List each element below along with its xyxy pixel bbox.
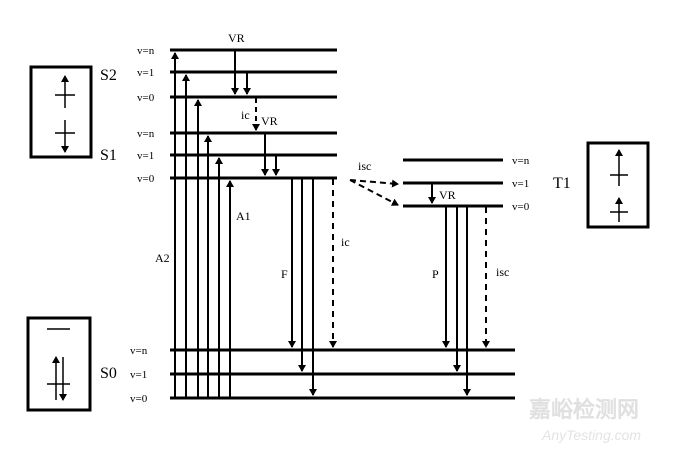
watermark: 嘉峪检测网 AnyTesting.com bbox=[529, 397, 641, 443]
s2-level-labels: v=n v=1 v=0 bbox=[137, 45, 155, 104]
t1-level-labels: v=n v=1 v=0 bbox=[512, 155, 530, 213]
t1-label-vn: v=n bbox=[512, 155, 530, 167]
s0-spin-box bbox=[26, 316, 92, 412]
s1s2-spin-box bbox=[29, 65, 93, 159]
s0-label-vn: v=n bbox=[130, 345, 148, 357]
isc-arrow-to-v1 bbox=[349, 179, 399, 188]
s1-label-vn: v=n bbox=[137, 128, 155, 140]
absorption-a2-label: A2 bbox=[155, 251, 170, 265]
absorption-arrows bbox=[171, 52, 234, 398]
s0-level-labels: v=n v=1 v=0 bbox=[130, 345, 148, 405]
s1-label-v1: v=1 bbox=[137, 150, 154, 162]
vr-s2-label: VR bbox=[228, 31, 245, 45]
isc-arrow-to-v0 bbox=[349, 179, 399, 206]
vr-arrows bbox=[231, 51, 436, 204]
t1-label-v0: v=0 bbox=[512, 201, 530, 213]
t1-state-label: T1 bbox=[553, 175, 571, 192]
s2-label-vn: v=n bbox=[137, 45, 155, 57]
isc-s1-t1-label: isc bbox=[358, 159, 371, 173]
ic-s2-s1-label: ic bbox=[241, 108, 250, 122]
s0-label-v1: v=1 bbox=[130, 369, 147, 381]
s1-level-labels: v=n v=1 v=0 bbox=[137, 128, 155, 185]
s0-label-v0: v=0 bbox=[130, 393, 148, 405]
phosphorescence-label: P bbox=[432, 267, 439, 281]
t1-label-v1: v=1 bbox=[512, 178, 529, 190]
vr-t1-label: VR bbox=[439, 188, 456, 202]
vr-s1-label: VR bbox=[261, 114, 278, 128]
isc-s1-t1-arrows bbox=[349, 179, 399, 206]
watermark-en: AnyTesting.com bbox=[541, 427, 641, 443]
fluorescence-arrows bbox=[288, 179, 317, 396]
ic-s1-s0-label: ic bbox=[341, 235, 350, 249]
s0-state-label: S0 bbox=[100, 365, 117, 382]
s1-state-label: S1 bbox=[100, 147, 117, 164]
s1-label-v0: v=0 bbox=[137, 173, 155, 185]
t1-spin-box bbox=[586, 141, 650, 229]
s1-levels bbox=[170, 131, 337, 180]
isc-t1-s0-label: isc bbox=[496, 265, 509, 279]
s2-label-v0: v=0 bbox=[137, 92, 155, 104]
s0-levels bbox=[170, 348, 515, 400]
absorption-a1-label: A1 bbox=[236, 209, 251, 223]
s2-label-v1: v=1 bbox=[137, 67, 154, 79]
s2-state-label: S2 bbox=[100, 67, 117, 84]
watermark-cn: 嘉峪检测网 bbox=[529, 397, 639, 423]
t1-levels bbox=[403, 158, 503, 208]
phosphorescence-arrows bbox=[442, 207, 471, 396]
fluorescence-label: F bbox=[281, 267, 288, 281]
s2-levels bbox=[170, 48, 337, 99]
